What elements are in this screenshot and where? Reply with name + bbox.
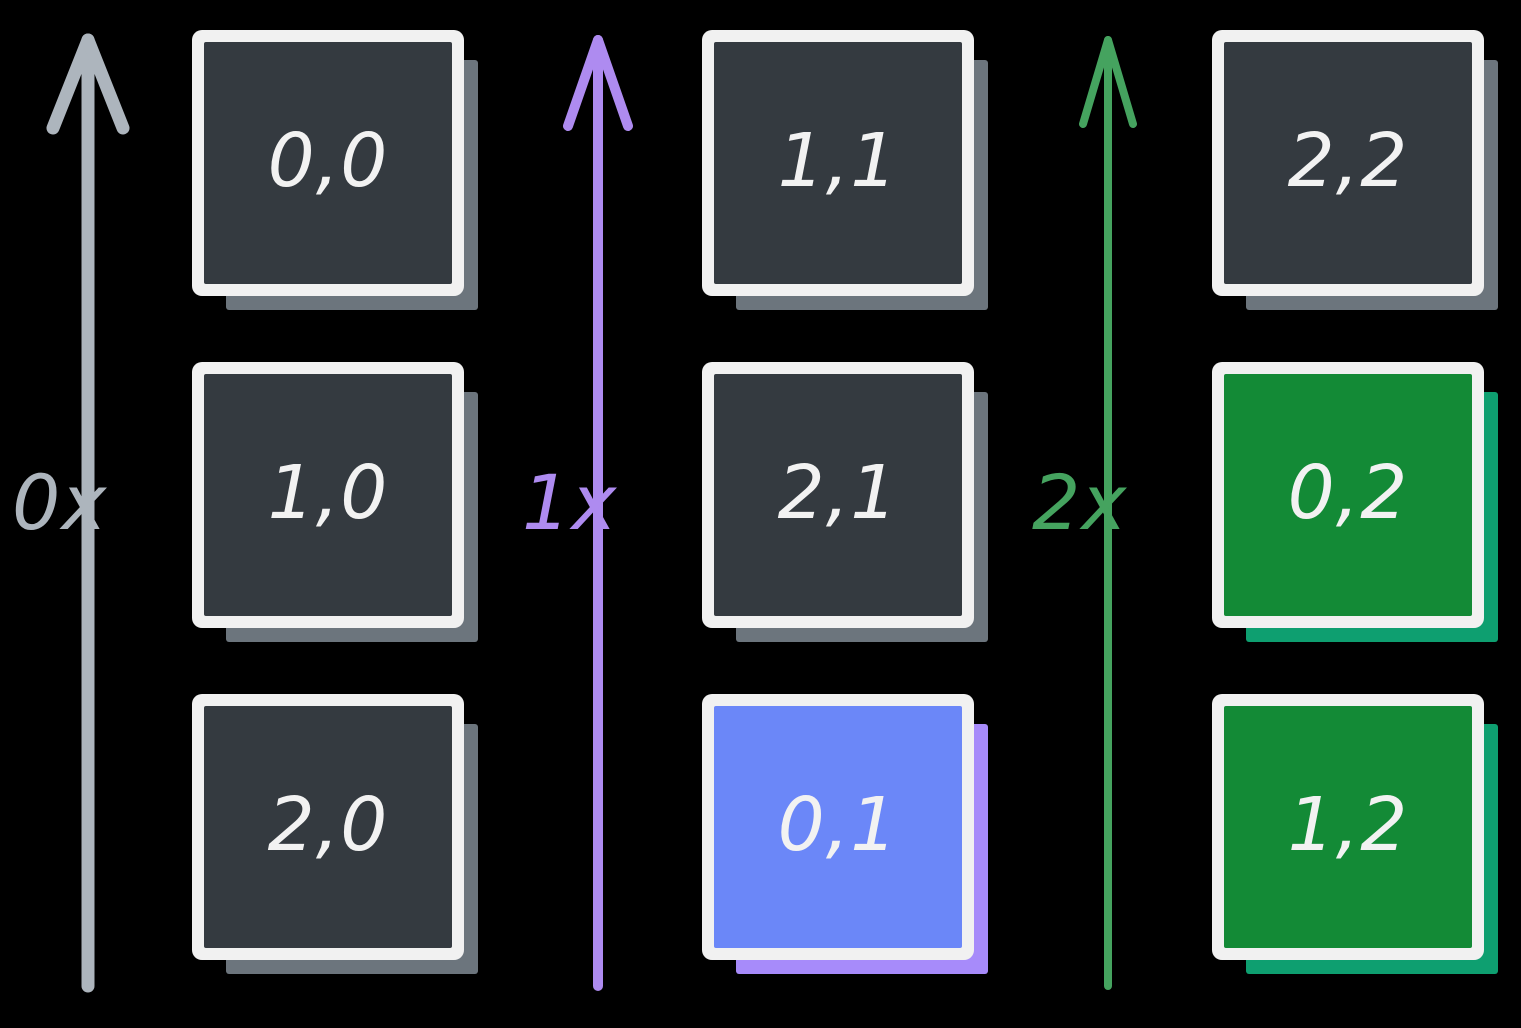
card-label: 2,1 xyxy=(777,450,899,536)
card-frame: 1,1 xyxy=(702,30,974,296)
card-face: 0,2 xyxy=(1224,374,1472,616)
card-frame: 2,2 xyxy=(1212,30,1484,296)
card-frame: 0,2 xyxy=(1212,362,1484,628)
card-face: 1,1 xyxy=(714,42,962,284)
card-face: 1,0 xyxy=(204,374,452,616)
arrow-head-icon xyxy=(563,35,633,131)
card-2-0[interactable]: 2,0 xyxy=(192,694,478,974)
arrow-head-icon xyxy=(1079,36,1137,128)
card-1-1[interactable]: 1,1 xyxy=(702,30,988,310)
card-frame: 0,1 xyxy=(702,694,974,960)
card-frame: 2,1 xyxy=(702,362,974,628)
card-face: 0,0 xyxy=(204,42,452,284)
card-1-2[interactable]: 1,2 xyxy=(1212,694,1498,974)
card-frame: 2,0 xyxy=(192,694,464,960)
axis-label-0: 0x xyxy=(12,458,108,547)
card-face: 2,1 xyxy=(714,374,962,616)
card-label: 0,2 xyxy=(1287,450,1409,536)
axis-label-1: 1x xyxy=(522,458,618,547)
card-2-1[interactable]: 2,1 xyxy=(702,362,988,642)
card-label: 2,2 xyxy=(1287,118,1409,204)
card-frame: 1,0 xyxy=(192,362,464,628)
column-2: 2x 2,2 0,2 1,2 xyxy=(1020,0,1521,1028)
card-face: 1,2 xyxy=(1224,706,1472,948)
card-face: 0,1 xyxy=(714,706,962,948)
card-frame: 0,0 xyxy=(192,30,464,296)
card-frame: 1,2 xyxy=(1212,694,1484,960)
card-2-2[interactable]: 2,2 xyxy=(1212,30,1498,310)
card-face: 2,2 xyxy=(1224,42,1472,284)
card-label: 1,0 xyxy=(267,450,389,536)
axis-arrow-1 xyxy=(558,30,638,991)
card-label: 1,1 xyxy=(777,118,899,204)
axis-label-2: 2x xyxy=(1032,458,1128,547)
axis-arrow-0 xyxy=(46,30,130,993)
card-1-0[interactable]: 1,0 xyxy=(192,362,478,642)
card-label: 0,0 xyxy=(267,118,389,204)
card-0-2[interactable]: 0,2 xyxy=(1212,362,1498,642)
arrow-head-icon xyxy=(46,33,130,135)
column-0: 0x 0,0 1,0 2,0 xyxy=(0,0,510,1028)
card-label: 0,1 xyxy=(777,782,899,868)
axis-arrow-2 xyxy=(1068,30,1148,990)
card-label: 1,2 xyxy=(1287,782,1409,868)
card-0-0[interactable]: 0,0 xyxy=(192,30,478,310)
column-1: 1x 1,1 2,1 0,1 xyxy=(510,0,1020,1028)
card-face: 2,0 xyxy=(204,706,452,948)
card-label: 2,0 xyxy=(267,782,389,868)
card-0-1[interactable]: 0,1 xyxy=(702,694,988,974)
